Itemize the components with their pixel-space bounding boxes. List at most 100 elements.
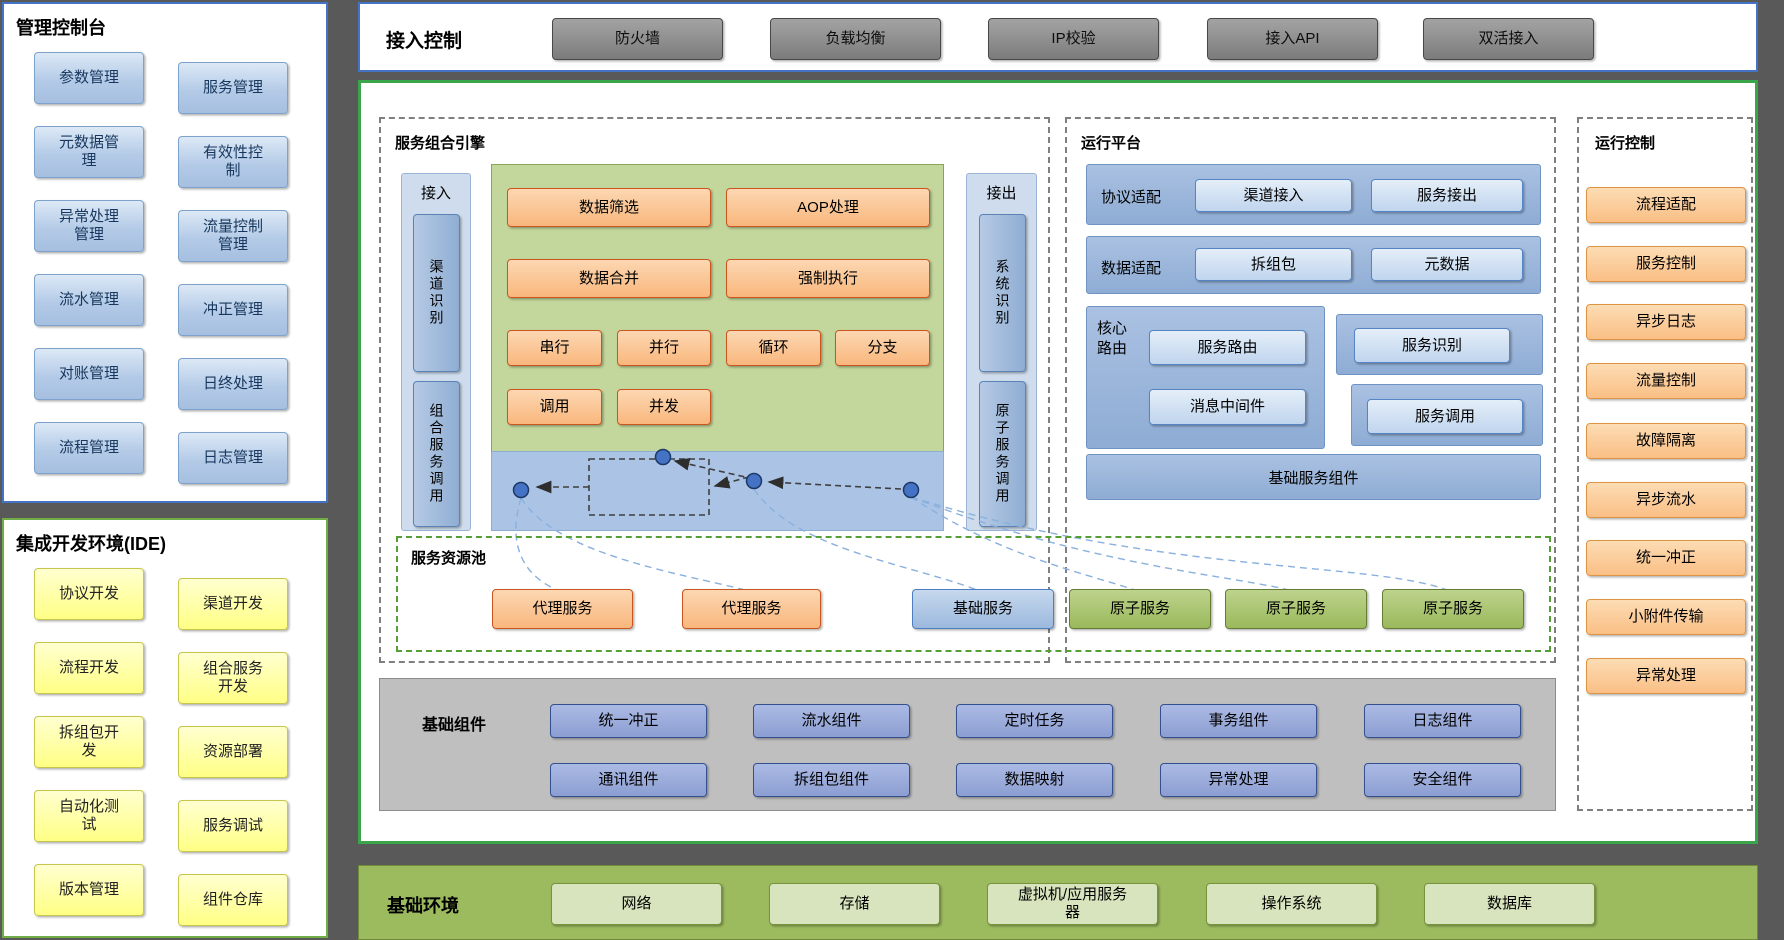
inbound-label: 接入 xyxy=(420,185,451,202)
runtime-control-box: 运行控制 流程适配 服务控制 异步日志 流量控制 故障隔离 异步流水 统一冲正 … xyxy=(1577,117,1753,811)
ide-button: 自动化测试 xyxy=(34,790,144,842)
service-call-panel: 服务调用 xyxy=(1351,384,1543,446)
ide-button: 服务调试 xyxy=(178,800,288,852)
console-button: 日终处理 xyxy=(178,358,288,410)
pool-atomic-service: 原子服务 xyxy=(1225,589,1367,629)
platform-button: 拆组包 xyxy=(1195,248,1352,281)
control-button: 小附件传输 xyxy=(1586,599,1746,635)
base-environment-title: 基础环境 xyxy=(387,896,459,916)
management-console-panel: 管理控制台 参数管理 元数据管理 异常处理管理 流水管理 对账管理 流程管理 服… xyxy=(2,2,328,503)
service-resource-pool-box: 服务资源池 代理服务 代理服务 基础服务 原子服务 原子服务 原子服务 xyxy=(396,536,1551,652)
runtime-platform-box: 运行平台 协议适配 渠道接入 服务接出 数据适配 拆组包 元数据 核心路由 服务… xyxy=(1065,117,1556,663)
ide-button: 资源部署 xyxy=(178,726,288,778)
control-button: 流程适配 xyxy=(1586,187,1746,223)
console-button: 冲正管理 xyxy=(178,284,288,336)
control-button: 统一冲正 xyxy=(1586,540,1746,576)
component-button: 数据映射 xyxy=(956,763,1113,797)
process-block: 数据筛选 xyxy=(507,188,711,227)
component-button: 日志组件 xyxy=(1364,704,1521,738)
outbound-label: 接出 xyxy=(986,185,1017,202)
basic-components-box: 基础组件 统一冲正 流水组件 定时任务 事务组件 日志组件 通讯组件 拆组包组件… xyxy=(379,678,1556,811)
protocol-adapter-panel: 协议适配 渠道接入 服务接出 xyxy=(1086,164,1541,225)
ide-button: 组合服务开发 xyxy=(178,652,288,704)
component-button: 流水组件 xyxy=(753,704,910,738)
platform-button: 元数据 xyxy=(1371,248,1523,281)
pool-proxy-service: 代理服务 xyxy=(492,589,633,629)
component-button: 异常处理 xyxy=(1160,763,1317,797)
process-op: 并行 xyxy=(617,330,711,366)
environment-button: 存储 xyxy=(769,883,940,925)
service-resource-pool-title: 服务资源池 xyxy=(411,550,487,567)
basic-components-title: 基础组件 xyxy=(422,717,487,734)
process-op: 串行 xyxy=(507,330,602,366)
pool-basic-service: 基础服务 xyxy=(912,589,1054,629)
process-op: 调用 xyxy=(507,389,602,425)
console-right-column: 服务管理 有效性控制 流量控制管理 冲正管理 日终处理 日志管理 xyxy=(178,62,288,484)
environment-button: 数据库 xyxy=(1424,883,1595,925)
pool-atomic-service: 原子服务 xyxy=(1382,589,1524,629)
environment-button: 虚拟机/应用服务器 xyxy=(987,883,1158,925)
console-button: 有效性控制 xyxy=(178,136,288,188)
data-adapter-panel: 数据适配 拆组包 元数据 xyxy=(1086,236,1541,294)
inbound-panel: 接入 渠道识别 组合服务调用 xyxy=(401,173,471,531)
management-console-title: 管理控制台 xyxy=(16,18,106,38)
ide-button: 组件仓库 xyxy=(178,874,288,926)
ide-button: 渠道开发 xyxy=(178,578,288,630)
control-button: 故障隔离 xyxy=(1586,423,1746,459)
console-left-column: 参数管理 元数据管理 异常处理管理 流水管理 对账管理 流程管理 xyxy=(34,52,144,484)
console-button: 对账管理 xyxy=(34,348,144,400)
protocol-adapter-label: 协议适配 xyxy=(1101,189,1162,206)
control-button: 服务控制 xyxy=(1586,246,1746,282)
ide-left-column: 协议开发 流程开发 拆组包开发 自动化测试 版本管理 xyxy=(34,568,144,926)
ide-panel: 集成开发环境(IDE) 协议开发 流程开发 拆组包开发 自动化测试 版本管理 渠… xyxy=(2,518,328,938)
console-button: 流程管理 xyxy=(34,422,144,474)
ide-button: 拆组包开发 xyxy=(34,716,144,768)
access-control-title: 接入控制 xyxy=(386,31,463,52)
control-button: 异步日志 xyxy=(1586,304,1746,340)
platform-button: 消息中间件 xyxy=(1149,389,1306,425)
environment-button: 操作系统 xyxy=(1206,883,1377,925)
outbound-item: 原子服务调用 xyxy=(979,381,1026,527)
ide-buttons: 协议开发 流程开发 拆组包开发 自动化测试 版本管理 渠道开发 组合服务开发 资… xyxy=(4,556,326,926)
platform-button: 服务调用 xyxy=(1367,399,1523,434)
platform-button: 服务识别 xyxy=(1354,328,1510,363)
component-button: 安全组件 xyxy=(1364,763,1521,797)
console-button: 异常处理管理 xyxy=(34,200,144,252)
control-button: 异常处理 xyxy=(1586,658,1746,694)
process-op: 并发 xyxy=(617,389,711,425)
data-adapter-label: 数据适配 xyxy=(1101,260,1162,277)
access-button: IP校验 xyxy=(988,18,1159,60)
runtime-control-title: 运行控制 xyxy=(1595,135,1656,152)
console-button: 流量控制管理 xyxy=(178,210,288,262)
process-block: 强制执行 xyxy=(726,259,930,298)
ide-button: 版本管理 xyxy=(34,864,144,916)
component-button: 事务组件 xyxy=(1160,704,1317,738)
pool-atomic-service: 原子服务 xyxy=(1069,589,1211,629)
base-environment-bar: 基础环境 网络 存储 虚拟机/应用服务器 操作系统 数据库 xyxy=(358,865,1758,940)
core-routing-panel: 核心路由 服务路由 消息中间件 xyxy=(1086,306,1325,449)
component-button: 通讯组件 xyxy=(550,763,707,797)
component-button: 拆组包组件 xyxy=(753,763,910,797)
pool-proxy-service: 代理服务 xyxy=(682,589,821,629)
access-button: 防火墙 xyxy=(552,18,723,60)
process-op: 分支 xyxy=(835,330,930,366)
runtime-platform-title: 运行平台 xyxy=(1081,135,1142,152)
environment-button: 网络 xyxy=(551,883,722,925)
component-button: 定时任务 xyxy=(956,704,1113,738)
component-button: 统一冲正 xyxy=(550,704,707,738)
base-service-components-bar: 基础服务组件 xyxy=(1086,454,1541,500)
main-architecture-area: 服务组合引擎 接入 渠道识别 组合服务调用 数据筛选 AOP处理 数据合并 强制… xyxy=(358,80,1758,844)
process-block: 数据合并 xyxy=(507,259,711,298)
console-button: 日志管理 xyxy=(178,432,288,484)
flow-diagram-box xyxy=(491,451,944,531)
process-block: AOP处理 xyxy=(726,188,930,227)
core-routing-label: 核心路由 xyxy=(1097,320,1128,357)
service-id-panel: 服务识别 xyxy=(1336,314,1543,375)
control-button: 异步流水 xyxy=(1586,482,1746,518)
process-op: 循环 xyxy=(726,330,821,366)
composition-engine-title: 服务组合引擎 xyxy=(395,135,486,152)
ide-button: 流程开发 xyxy=(34,642,144,694)
platform-button: 渠道接入 xyxy=(1195,179,1352,212)
console-button: 流水管理 xyxy=(34,274,144,326)
inbound-item: 组合服务调用 xyxy=(413,381,460,527)
